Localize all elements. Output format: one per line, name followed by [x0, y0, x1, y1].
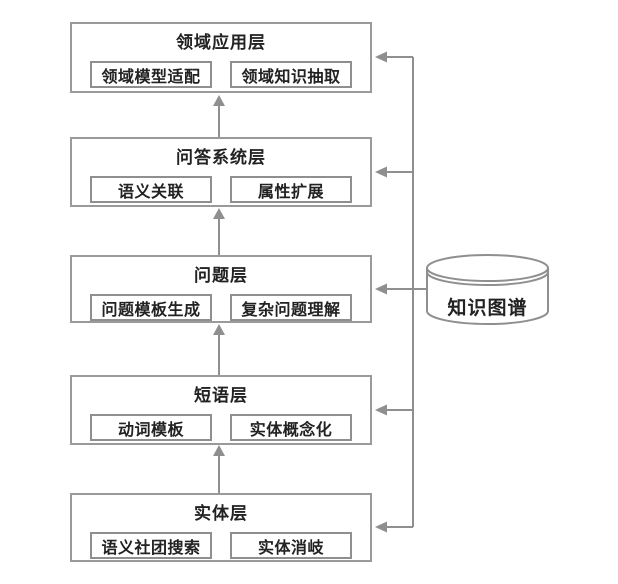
module-semantic-community-search: 语义社团搜索 — [90, 532, 212, 559]
up-arrowhead — [213, 95, 225, 106]
left-arrowhead — [375, 404, 387, 416]
layer-items: 领域模型适配 领域知识抽取 — [72, 53, 370, 88]
layer-title: 领域应用层 — [176, 33, 266, 53]
layer-question: 问题层 问题模板生成 复杂问题理解 — [70, 255, 372, 323]
layer-entity: 实体层 语义社团搜索 实体消岐 — [70, 493, 372, 562]
layer-title: 短语层 — [194, 386, 248, 406]
layer-title: 问答系统层 — [176, 148, 266, 168]
up-arrowhead — [213, 208, 225, 219]
module-domain-model-adaptation: 领域模型适配 — [90, 61, 212, 88]
layer-items: 问题模板生成 复杂问题理解 — [72, 286, 370, 321]
layer-items: 语义关联 属性扩展 — [72, 168, 370, 203]
left-arrowhead — [375, 521, 387, 533]
module-domain-knowledge-extraction: 领域知识抽取 — [230, 61, 352, 88]
module-attribute-expansion: 属性扩展 — [230, 176, 352, 203]
module-semantic-association: 语义关联 — [90, 176, 212, 203]
layer-items: 动词模板 实体概念化 — [72, 406, 370, 441]
layer-qa-system: 问答系统层 语义关联 属性扩展 — [70, 137, 372, 207]
module-complex-question-understanding: 复杂问题理解 — [230, 294, 352, 321]
module-entity-conceptualization: 实体概念化 — [230, 414, 352, 441]
layer-phrase: 短语层 动词模板 实体概念化 — [70, 375, 372, 445]
layer-title: 实体层 — [194, 504, 248, 524]
up-arrowhead — [213, 324, 225, 335]
left-arrowhead — [375, 51, 387, 63]
left-arrowhead — [375, 166, 387, 178]
module-question-template-generation: 问题模板生成 — [90, 294, 212, 321]
layer-domain-application: 领域应用层 领域模型适配 领域知识抽取 — [70, 22, 372, 93]
knowledge-graph-label: 知识图谱 — [447, 297, 528, 319]
database-icon — [426, 254, 549, 325]
up-arrowhead — [213, 445, 225, 456]
left-arrowhead — [375, 283, 387, 295]
layer-title: 问题层 — [194, 266, 248, 286]
layer-items: 语义社团搜索 实体消岐 — [72, 524, 370, 559]
module-entity-disambiguation: 实体消岐 — [230, 532, 352, 559]
module-verb-template: 动词模板 — [90, 414, 212, 441]
